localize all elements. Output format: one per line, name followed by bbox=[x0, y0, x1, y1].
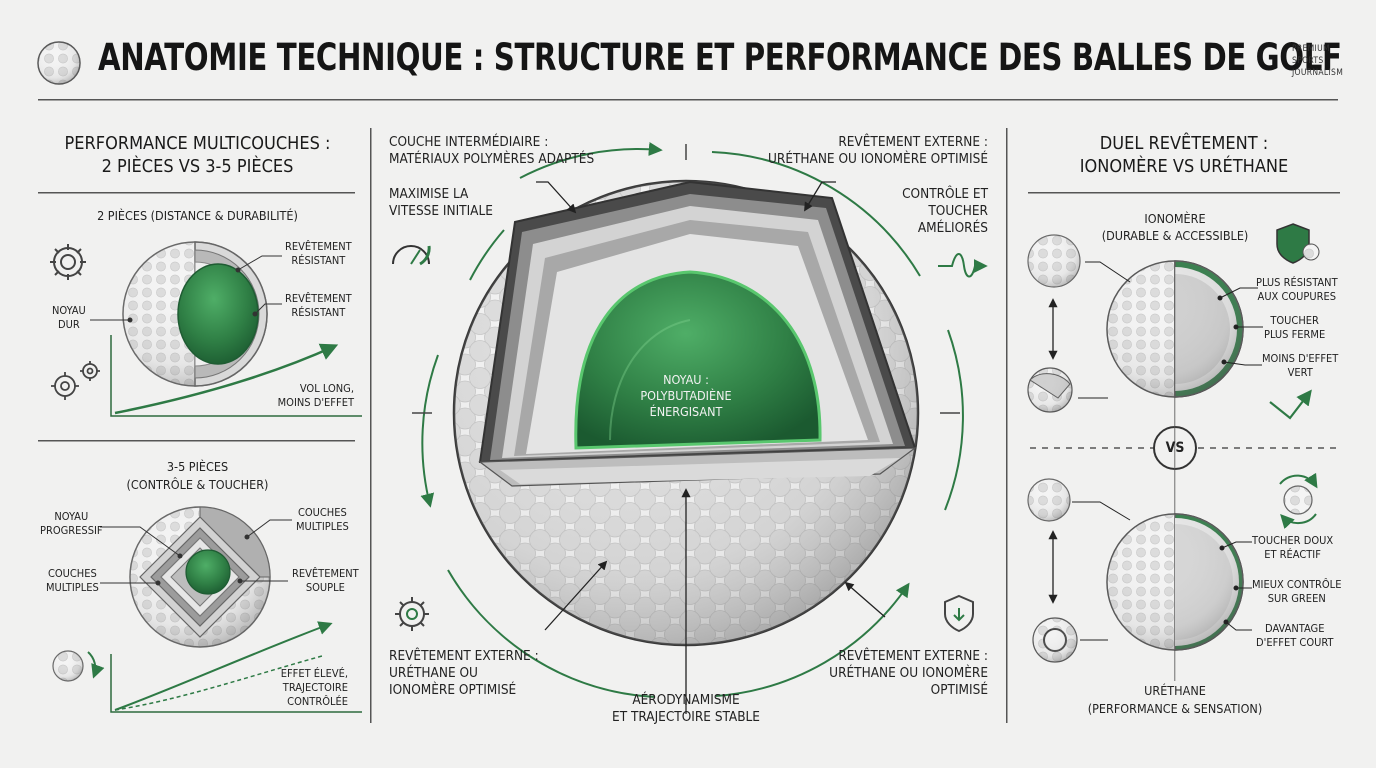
gear-icon bbox=[50, 244, 86, 280]
urethane-feature-2: MIEUX CONTRÔLE SUR GREEN bbox=[1252, 578, 1342, 605]
two-piece-ball-cutaway bbox=[122, 241, 268, 387]
center-split-line bbox=[1174, 261, 1176, 681]
ionomer-feature-3: MOINS D'EFFET VERT bbox=[1262, 352, 1339, 379]
right-title-rule bbox=[1028, 192, 1340, 194]
vs-label: VS bbox=[1165, 440, 1185, 456]
center-leaders bbox=[536, 181, 886, 705]
urethane-feature-1: TOUCHER DOUX ET RÉACTIF bbox=[1252, 534, 1334, 561]
multi-piece-ball-cutaway bbox=[129, 506, 271, 648]
orbit-arrows bbox=[420, 142, 964, 698]
urethane-half-ball bbox=[1106, 513, 1244, 651]
aerodynamics-label: AÉRODYNAMISME ET TRAJECTOIRE STABLE bbox=[612, 692, 760, 725]
ionomer-leaders bbox=[1078, 261, 1263, 399]
small-golf-ball-icon bbox=[52, 650, 105, 682]
main-ball-cutaway bbox=[452, 179, 920, 647]
golf-ball-icon bbox=[37, 41, 81, 85]
outer-cover-label-top: REVÊTEMENT EXTERNE : URÉTHANE OU IONOMÈR… bbox=[767, 134, 988, 167]
spin-ball-icon bbox=[1279, 472, 1318, 529]
multi-piece-cover-label: REVÊTEMENT SOUPLE bbox=[292, 567, 359, 594]
wave-arrow-icon bbox=[938, 253, 988, 278]
two-piece-cover-label-1: REVÊTEMENT RÉSISTANT bbox=[285, 240, 352, 267]
multi-piece-title: 3-5 PIÈCES (CONTRÔLE & TOUCHER) bbox=[126, 459, 269, 492]
ionomer-title: IONOMÈRE (DURABLE & ACCESSIBLE) bbox=[1101, 211, 1249, 243]
shield-ball-icon bbox=[1276, 223, 1320, 264]
intermediate-layer-label: COUCHE INTERMÉDIAIRE : MATÉRIAUX POLYMÈR… bbox=[389, 134, 595, 167]
outer-cover-label-bottom-right: REVÊTEMENT EXTERNE : URÉTHANE OU IONOMÈR… bbox=[829, 648, 988, 698]
left-section-title: PERFORMANCE MULTICOUCHES : 2 PIÈCES VS 3… bbox=[64, 133, 331, 177]
header-divider bbox=[38, 99, 1338, 101]
multi-piece-layers-label-right: COUCHES MULTIPLES bbox=[296, 506, 349, 533]
page-title: ANATOMIE TECHNIQUE : STRUCTURE ET PERFOR… bbox=[98, 36, 1342, 79]
left-section-rule bbox=[38, 440, 355, 442]
multi-piece-core-label: NOYAU PROGRESSIF bbox=[40, 510, 103, 537]
two-piece-cover-label-2: REVÊTEMENT RÉSISTANT bbox=[285, 292, 352, 319]
settings-gear-icon bbox=[395, 597, 429, 631]
ionomer-feature-2: TOUCHER PLUS FERME bbox=[1264, 314, 1326, 341]
left-column-divider bbox=[370, 128, 372, 723]
urethane-leaders bbox=[1072, 501, 1252, 641]
ionomer-cut-ball bbox=[1027, 367, 1073, 413]
left-title-rule bbox=[38, 192, 355, 194]
control-feel-label: CONTRÔLE ET TOUCHER AMÉLIORÉS bbox=[902, 186, 988, 236]
gears-icon bbox=[51, 361, 100, 400]
outer-cover-label-bottom-left: REVÊTEMENT EXTERNE : URÉTHANE OU IONOMÈR… bbox=[389, 648, 539, 698]
two-piece-leaders bbox=[90, 255, 282, 323]
initial-speed-label: MAXIMISE LA VITESSE INITIALE bbox=[389, 186, 493, 219]
urethane-reference-ball bbox=[1027, 478, 1071, 522]
brand-label: PREMIUM SPORTS JOURNALISM bbox=[1292, 44, 1344, 78]
two-piece-core-label: NOYAU DUR bbox=[52, 304, 86, 331]
ionomer-reference-ball bbox=[1027, 234, 1081, 288]
two-piece-result-label: VOL LONG, MOINS D'EFFET bbox=[277, 382, 354, 409]
checkmark-icon bbox=[1269, 389, 1312, 420]
multi-piece-trajectory-chart bbox=[110, 621, 362, 713]
right-section-title: DUEL REVÊTEMENT : IONOMÈRE VS URÉTHANE bbox=[1079, 133, 1289, 177]
core-label: NOYAU : POLYBUTADIÈNE ÉNERGISANT bbox=[640, 372, 732, 419]
urethane-title: URÉTHANE (PERFORMANCE & SENSATION) bbox=[1087, 683, 1263, 716]
speedometer-icon bbox=[392, 245, 431, 266]
multi-piece-layers-label-left: COUCHES MULTIPLES bbox=[46, 567, 99, 594]
ionomer-feature-1: PLUS RÉSISTANT AUX COUPURES bbox=[1256, 276, 1338, 303]
two-piece-title: 2 PIÈCES (DISTANCE & DURABILITÉ) bbox=[97, 208, 298, 223]
multi-piece-result-label: EFFET ÉLEVÉ, TRAJECTOIRE CONTRÔLÉE bbox=[280, 667, 348, 708]
two-piece-trajectory-chart bbox=[110, 335, 362, 417]
right-column-divider bbox=[1006, 128, 1008, 723]
multi-piece-leaders bbox=[100, 519, 292, 586]
urethane-cut-ball bbox=[1032, 617, 1078, 663]
urethane-feature-3: DAVANTAGE D'EFFET COURT bbox=[1256, 622, 1334, 649]
shield-icon bbox=[944, 594, 974, 633]
